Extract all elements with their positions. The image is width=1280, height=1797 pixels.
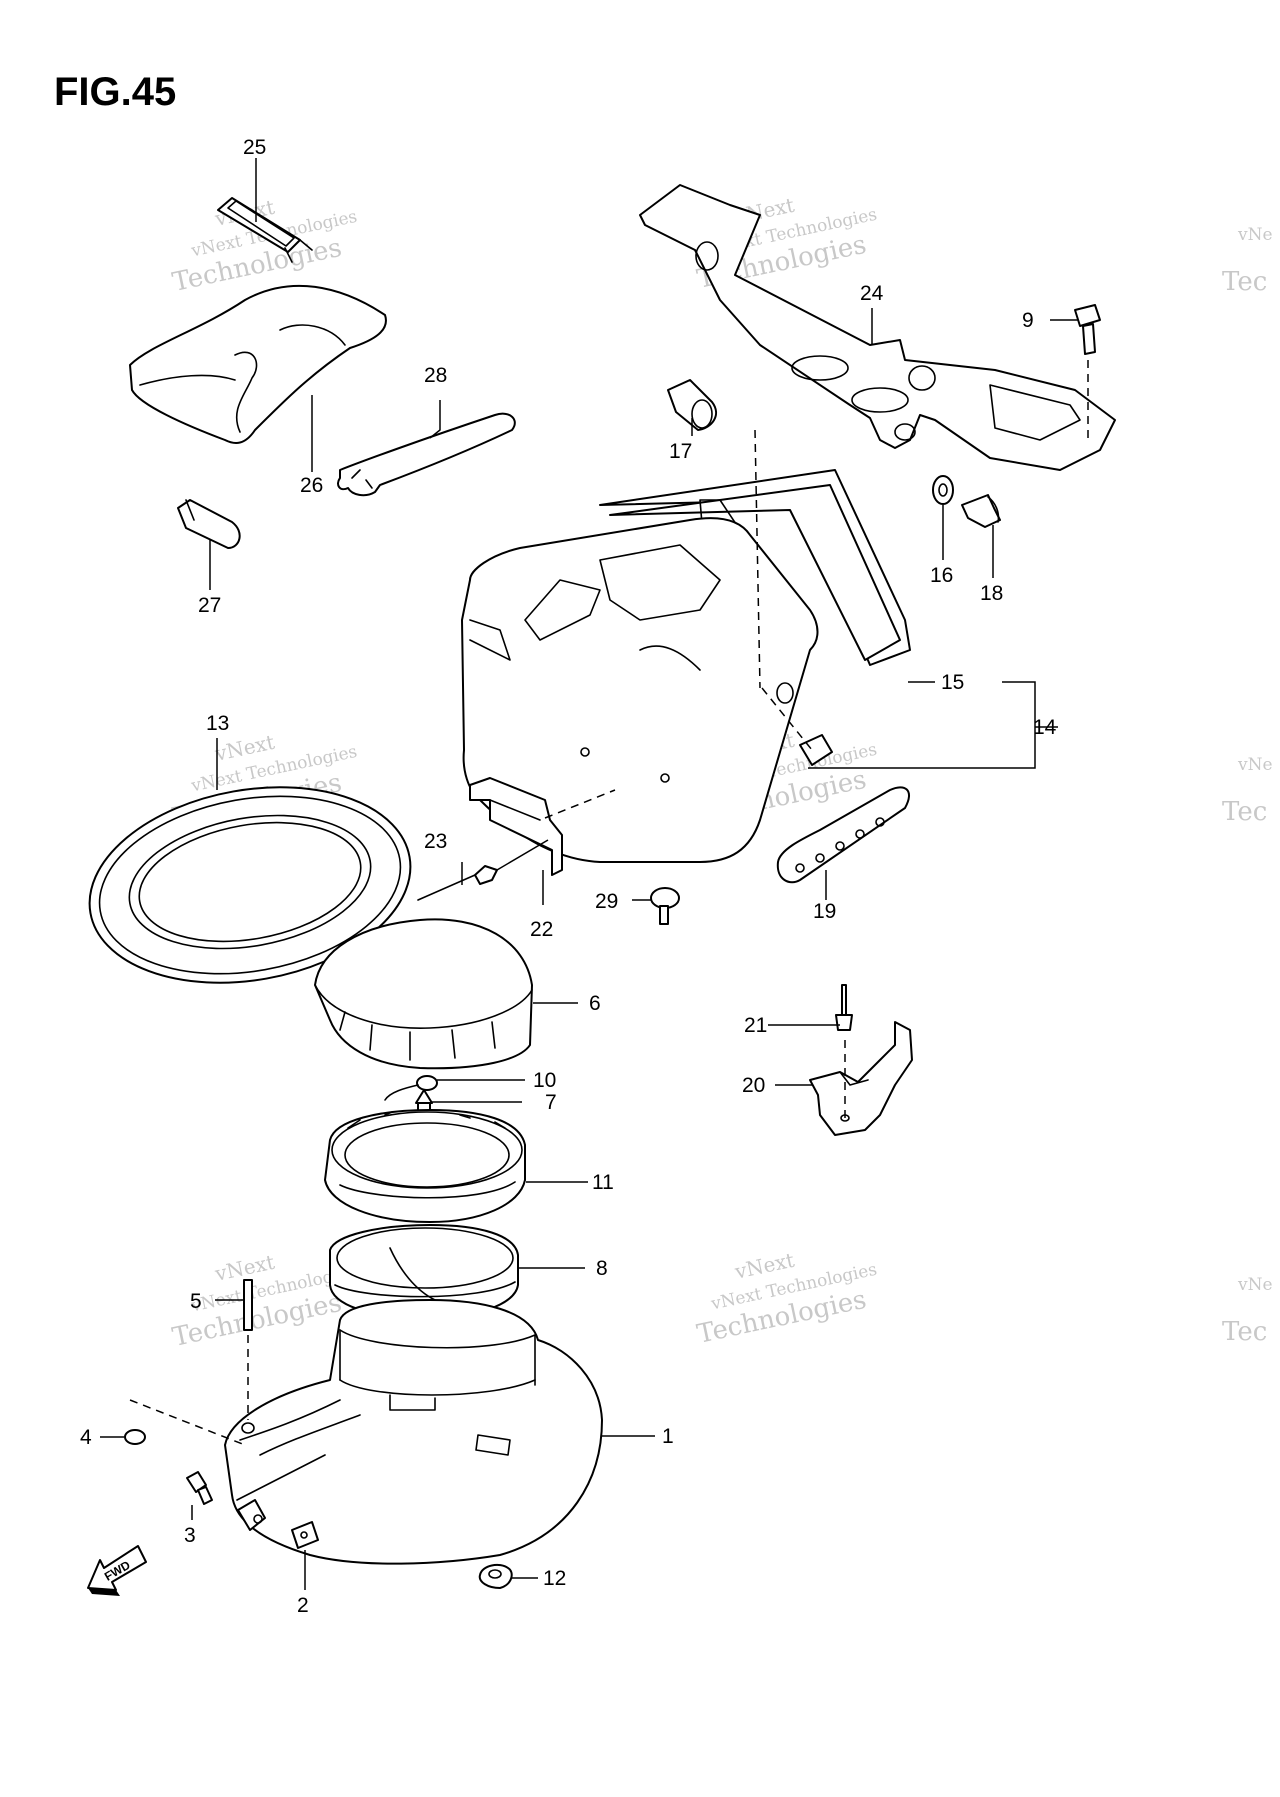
part-20-bracket xyxy=(809,1021,913,1136)
watermark: vNext vNext Technologies Technologies xyxy=(694,1248,878,1350)
callout-3: 3 xyxy=(184,1524,196,1547)
callout-17: 17 xyxy=(669,440,692,463)
part-25-buckle xyxy=(217,197,313,263)
part-24-bracket xyxy=(639,184,1116,471)
part-13-gasket xyxy=(88,786,412,984)
part-23-rivet xyxy=(417,839,549,901)
part-5-pin xyxy=(243,1279,253,1420)
leader-lines xyxy=(100,158,1078,1590)
part-9-bolt xyxy=(1074,304,1101,440)
callout-12: 12 xyxy=(543,1567,566,1590)
part-4-washer xyxy=(124,1399,246,1446)
watermark-text: Tec xyxy=(1222,267,1267,297)
part-21-rivet xyxy=(835,984,853,1031)
callout-18: 18 xyxy=(980,582,1003,605)
part-28-wrench xyxy=(337,412,516,497)
callout-29: 29 xyxy=(595,890,618,913)
fwd-arrow-icon: FWD xyxy=(87,1545,147,1596)
part-6-cap xyxy=(314,918,533,1070)
callout-7: 7 xyxy=(545,1091,557,1114)
callout-22: 22 xyxy=(530,918,553,941)
part-14-toolbox xyxy=(461,429,911,863)
part-2-nut xyxy=(291,1521,319,1549)
part-29-screw xyxy=(650,887,680,925)
watermark-partial: vNe Tec vNe Tec vNe Tec xyxy=(1222,225,1273,1347)
callout-16: 16 xyxy=(930,564,953,587)
part-18-bolt xyxy=(961,494,1001,528)
callout-23: 23 xyxy=(424,830,447,853)
callout-15: 15 xyxy=(941,671,964,694)
figure-title: FIG.45 xyxy=(54,70,177,114)
part-11-ring xyxy=(324,1109,526,1223)
part-26-cover xyxy=(129,284,387,444)
callout-4: 4 xyxy=(80,1426,92,1449)
part-12-clip xyxy=(478,1563,513,1589)
part-10-clip xyxy=(384,1075,438,1101)
callout-6: 6 xyxy=(589,992,601,1015)
callout-26: 26 xyxy=(300,474,323,497)
callout-2: 2 xyxy=(297,1594,309,1617)
callout-19: 19 xyxy=(813,900,836,923)
callout-13: 13 xyxy=(206,712,229,735)
callout-10: 10 xyxy=(533,1069,556,1092)
callout-27: 27 xyxy=(198,594,221,617)
callout-1: 1 xyxy=(662,1425,674,1448)
callout-20: 20 xyxy=(742,1074,765,1097)
watermark-text: vNe xyxy=(1237,755,1273,775)
callout-24: 24 xyxy=(860,282,884,305)
watermark-text: Tec xyxy=(1222,1317,1267,1347)
part-22-bracket xyxy=(469,777,616,876)
callout-9: 9 xyxy=(1022,309,1034,332)
callout-labels: 25 26 28 27 24 9 17 16 18 15 14 19 13 23… xyxy=(80,136,1057,1617)
part-1-housing xyxy=(224,1299,603,1565)
callout-25: 25 xyxy=(243,136,266,159)
part-19-strap xyxy=(776,786,910,884)
part-27-bulb xyxy=(177,499,241,549)
part-16-washer xyxy=(932,475,954,505)
callout-21: 21 xyxy=(744,1014,767,1037)
watermark: vNext vNext Technologies Technologies xyxy=(170,195,359,298)
callout-8: 8 xyxy=(596,1257,608,1280)
part-17-grommet xyxy=(667,379,717,431)
callout-5: 5 xyxy=(190,1290,202,1313)
callout-11: 11 xyxy=(592,1171,614,1194)
part-8-ring xyxy=(329,1224,519,1319)
part-3-screw xyxy=(186,1471,213,1505)
callout-14: 14 xyxy=(1033,716,1057,739)
watermark-text: vNe xyxy=(1237,225,1273,245)
watermark-text: Tec xyxy=(1222,797,1267,827)
callout-28: 28 xyxy=(424,364,447,387)
watermark-text: vNe xyxy=(1237,1275,1273,1295)
